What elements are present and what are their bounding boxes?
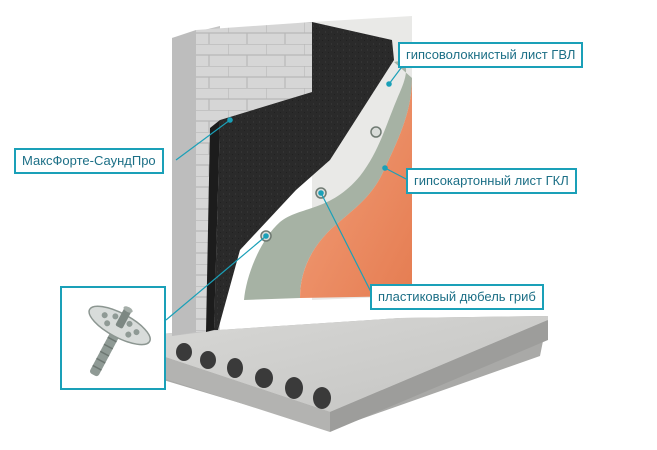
gvl-board (244, 61, 412, 300)
label-gvl-board: гипсоволокнистый лист ГВЛ (398, 42, 584, 68)
dowel-detail-inset (60, 286, 166, 390)
slab-hollow-cores (176, 343, 331, 409)
label-soundproof-membrane: МаксФорте-СаундПро (14, 148, 164, 174)
concrete-slab (150, 316, 548, 432)
leader-lines (165, 63, 409, 321)
label-gkl-board: гипсокартонный лист ГКЛ (406, 168, 577, 194)
mushroom-dowel-icon (88, 305, 151, 377)
gkl-board (300, 78, 412, 298)
soundproof-membrane (206, 22, 394, 332)
label-plastic-dowel: пластиковый дюбель гриб (370, 284, 544, 310)
